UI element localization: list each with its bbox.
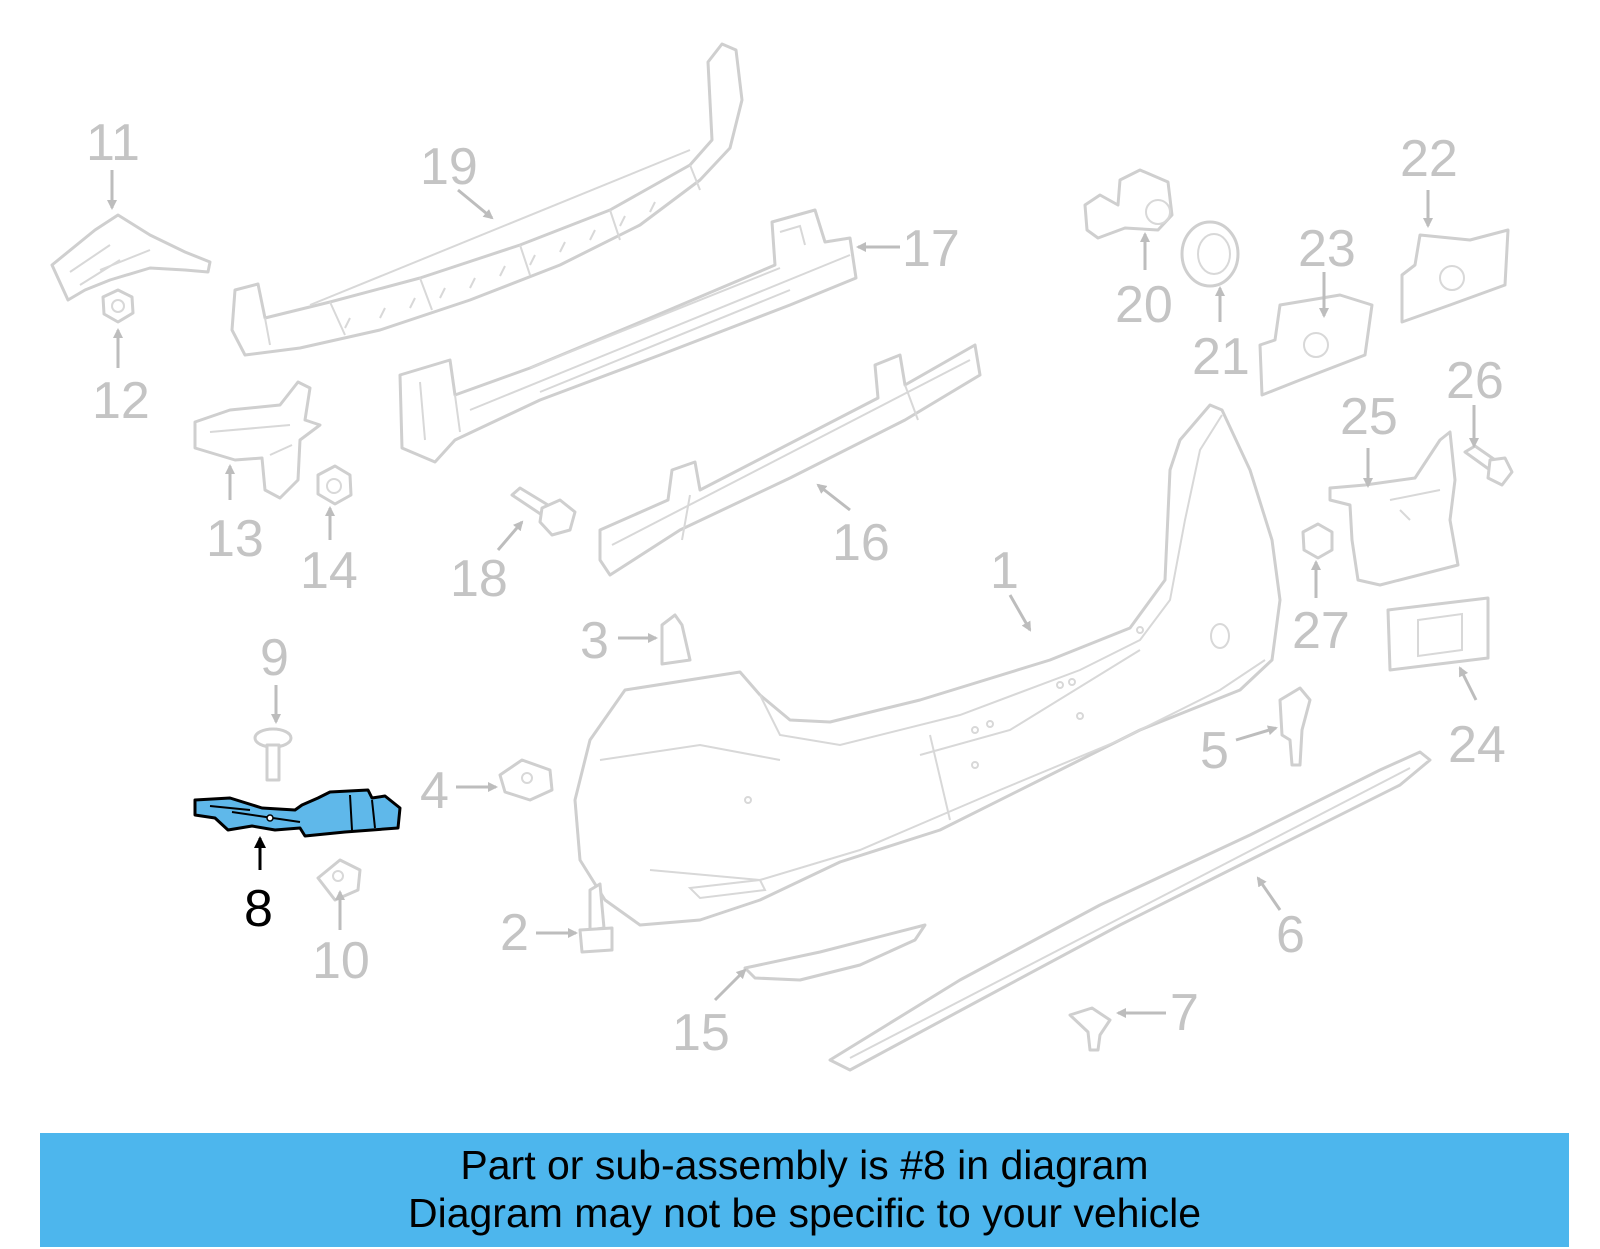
part-2-bolt — [578, 882, 614, 954]
part-8-bracket-highlighted[interactable] — [193, 788, 402, 838]
part-6-lower-garnish — [828, 750, 1432, 1072]
callout-labels: 1 2 3 4 5 6 7 8 9 10 11 12 13 14 15 16 1… — [86, 114, 1506, 1062]
part-4-clip-nut — [498, 758, 554, 802]
part-20-parking-sensor — [1083, 168, 1174, 240]
part-23-sensor-bracket — [1258, 293, 1374, 397]
info-banner: Part or sub-assembly is #8 in diagram Di… — [40, 1133, 1569, 1247]
callout-24: 24 — [1448, 716, 1506, 774]
part-15-molding — [743, 923, 927, 982]
part-16-lower-absorber — [598, 343, 982, 577]
callout-18: 18 — [450, 550, 508, 608]
part-11-bracket — [50, 213, 212, 302]
part-18-bolt — [510, 486, 577, 537]
part-1-bumper-cover — [573, 403, 1282, 927]
callout-23: 23 — [1298, 220, 1356, 278]
callout-11: 11 — [86, 114, 140, 172]
callout-3: 3 — [580, 612, 609, 670]
callout-5: 5 — [1200, 722, 1229, 780]
callout-9: 9 — [260, 629, 289, 687]
part-3-clip — [660, 613, 692, 666]
callout-4: 4 — [420, 762, 449, 820]
part-14-nut — [316, 464, 353, 506]
part-27-nut — [1301, 522, 1334, 560]
callout-26: 26 — [1446, 352, 1504, 410]
callout-22: 22 — [1400, 130, 1458, 188]
callout-arrows — [107, 170, 1479, 1018]
part-25-bracket — [1328, 430, 1460, 587]
part-9-bolt — [253, 727, 293, 782]
part-26-bolt — [1463, 444, 1514, 487]
callout-15: 15 — [672, 1004, 730, 1062]
callout-12: 12 — [92, 372, 150, 430]
part-5-reflector — [1278, 686, 1312, 767]
part-24-sensor-module — [1386, 596, 1490, 672]
banner-line-part-number: Part or sub-assembly is #8 in diagram — [460, 1142, 1149, 1188]
part-12-nut — [101, 288, 135, 324]
part-22-sensor-bracket — [1400, 228, 1510, 324]
callout-19: 19 — [420, 138, 478, 196]
part-10-clip-nut — [316, 858, 362, 902]
part-13-bracket — [193, 380, 322, 500]
callout-25: 25 — [1340, 388, 1398, 446]
callout-6: 6 — [1276, 906, 1305, 964]
callout-21: 21 — [1192, 328, 1250, 386]
part-19-energy-absorber — [230, 42, 744, 357]
callout-16: 16 — [832, 514, 890, 572]
callout-17: 17 — [902, 220, 960, 278]
callout-7: 7 — [1170, 984, 1199, 1042]
callout-27: 27 — [1292, 602, 1350, 660]
part-21-grommet — [1180, 220, 1240, 288]
callout-1: 1 — [990, 542, 1019, 600]
part-17-bumper-reinforcement — [398, 208, 858, 464]
callout-8[interactable]: 8 — [244, 880, 273, 938]
callout-2: 2 — [500, 904, 529, 962]
callout-13: 13 — [206, 510, 264, 568]
callout-20: 20 — [1115, 276, 1173, 334]
callout-10: 10 — [312, 932, 370, 990]
callout-14: 14 — [300, 542, 358, 600]
banner-line-disclaimer: Diagram may not be specific to your vehi… — [407, 1190, 1201, 1236]
part-7-clip — [1068, 1006, 1112, 1052]
